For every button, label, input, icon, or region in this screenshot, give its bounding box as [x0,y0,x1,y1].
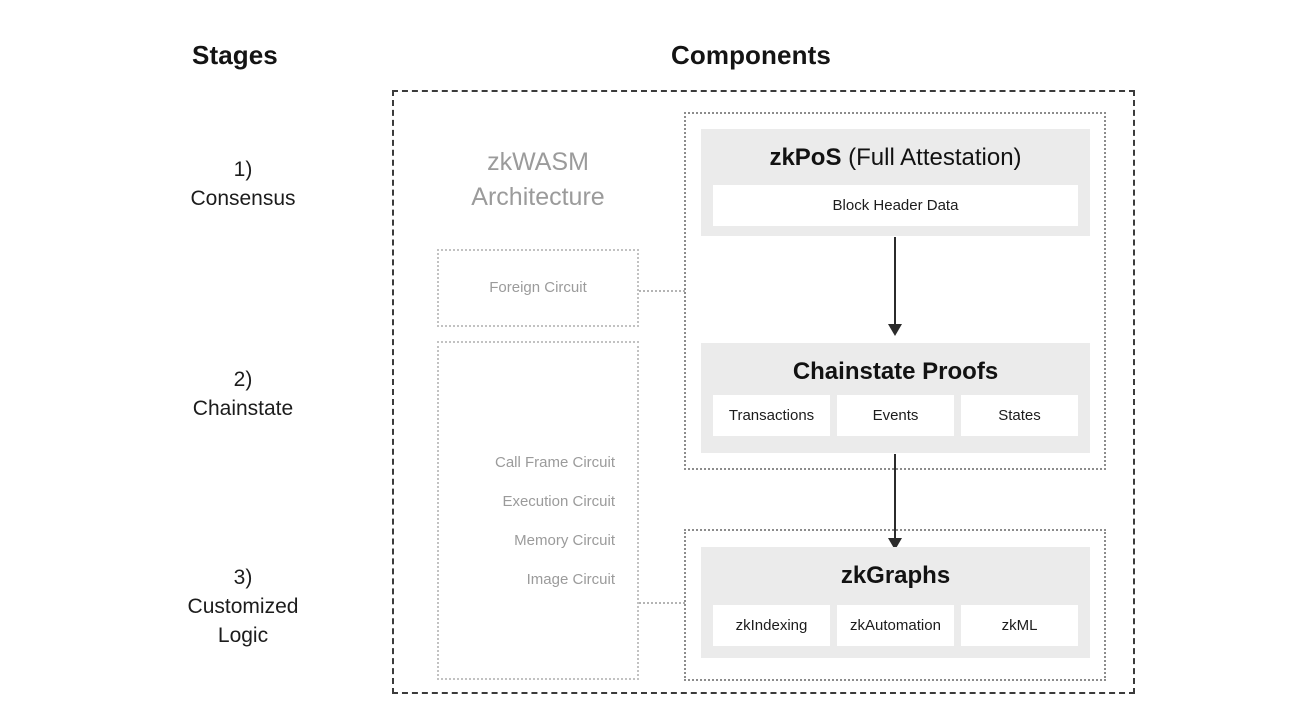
card-chainstate-title-strong: Chainstate Proofs [792,358,999,385]
components-outer-frame [392,90,1135,694]
arrow-zkpos-to-chainstate-line [894,237,896,327]
zkgraphs-group-frame [684,529,1106,681]
stage-name-2: Chainstate [192,397,294,420]
sub-box-zkml: zkML [961,605,1078,646]
connector-foreign-circuit-to-zkpos [639,290,685,292]
circuit-item-image: Image Circuit [526,571,615,588]
card-zkpos-title-regular: (Full Attestation) [841,144,1022,171]
card-chainstate-title: Chainstate Proofs [701,357,1090,387]
sub-box-states: States [961,395,1078,436]
arrow-chainstate-to-zkgraphs-line [894,454,896,542]
stage-number-2: 2) [233,368,253,391]
sub-box-zkml-label: zkML [1001,617,1038,634]
stage-name-3: Customized Logic [187,595,299,647]
column-heading-components: Components [671,40,831,70]
sub-box-events-label: Events [872,407,919,424]
sub-box-block-header-data: Block Header Data [713,185,1078,226]
card-zkgraphs-title-strong: zkGraphs [840,562,951,589]
sub-box-zkautomation-label: zkAutomation [850,617,941,634]
circuit-item-execution: Execution Circuit [502,493,615,510]
circuit-item-memory: Memory Circuit [514,532,615,549]
wasm-circuit-list: Call Frame Circuit Execution Circuit Mem… [439,443,637,599]
stage-label-customized-logic: 3) Customized Logic [118,563,368,650]
zkwasm-title-line-2: Architecture [471,183,605,211]
foreign-circuit-box: Foreign Circuit [437,249,639,327]
card-zkpos-title: zkPoS (Full Attestation) [701,143,1090,173]
sub-box-states-label: States [998,407,1041,424]
stage-label-consensus: 1) Consensus [118,155,368,213]
connector-circuits-to-zkgraphs [639,602,685,604]
stage-name-1: Consensus [190,187,296,210]
column-heading-stages: Stages [192,40,278,70]
zkwasm-title-line-1: zkWASM [487,148,589,176]
sub-box-block-header-data-label: Block Header Data [832,197,959,214]
card-zkpos-title-strong: zkPoS [769,144,842,171]
stage-number-1: 1) [233,158,253,181]
sub-box-events: Events [837,395,954,436]
foreign-circuit-label: Foreign Circuit [489,279,587,296]
circuit-item-call-frame: Call Frame Circuit [494,454,615,471]
zkwasm-architecture-title: zkWASM Architecture [420,145,656,215]
sub-box-zkautomation: zkAutomation [837,605,954,646]
sub-box-transactions: Transactions [713,395,830,436]
card-zkgraphs-title: zkGraphs [701,561,1090,591]
sub-box-transactions-label: Transactions [728,407,815,424]
sub-box-zkindexing-label: zkIndexing [735,617,808,634]
wasm-circuits-box: Call Frame Circuit Execution Circuit Mem… [437,341,639,680]
arrow-zkpos-to-chainstate-head [888,324,902,336]
stage-number-3: 3) [233,566,253,589]
stage-label-chainstate: 2) Chainstate [118,365,368,423]
sub-box-zkindexing: zkIndexing [713,605,830,646]
